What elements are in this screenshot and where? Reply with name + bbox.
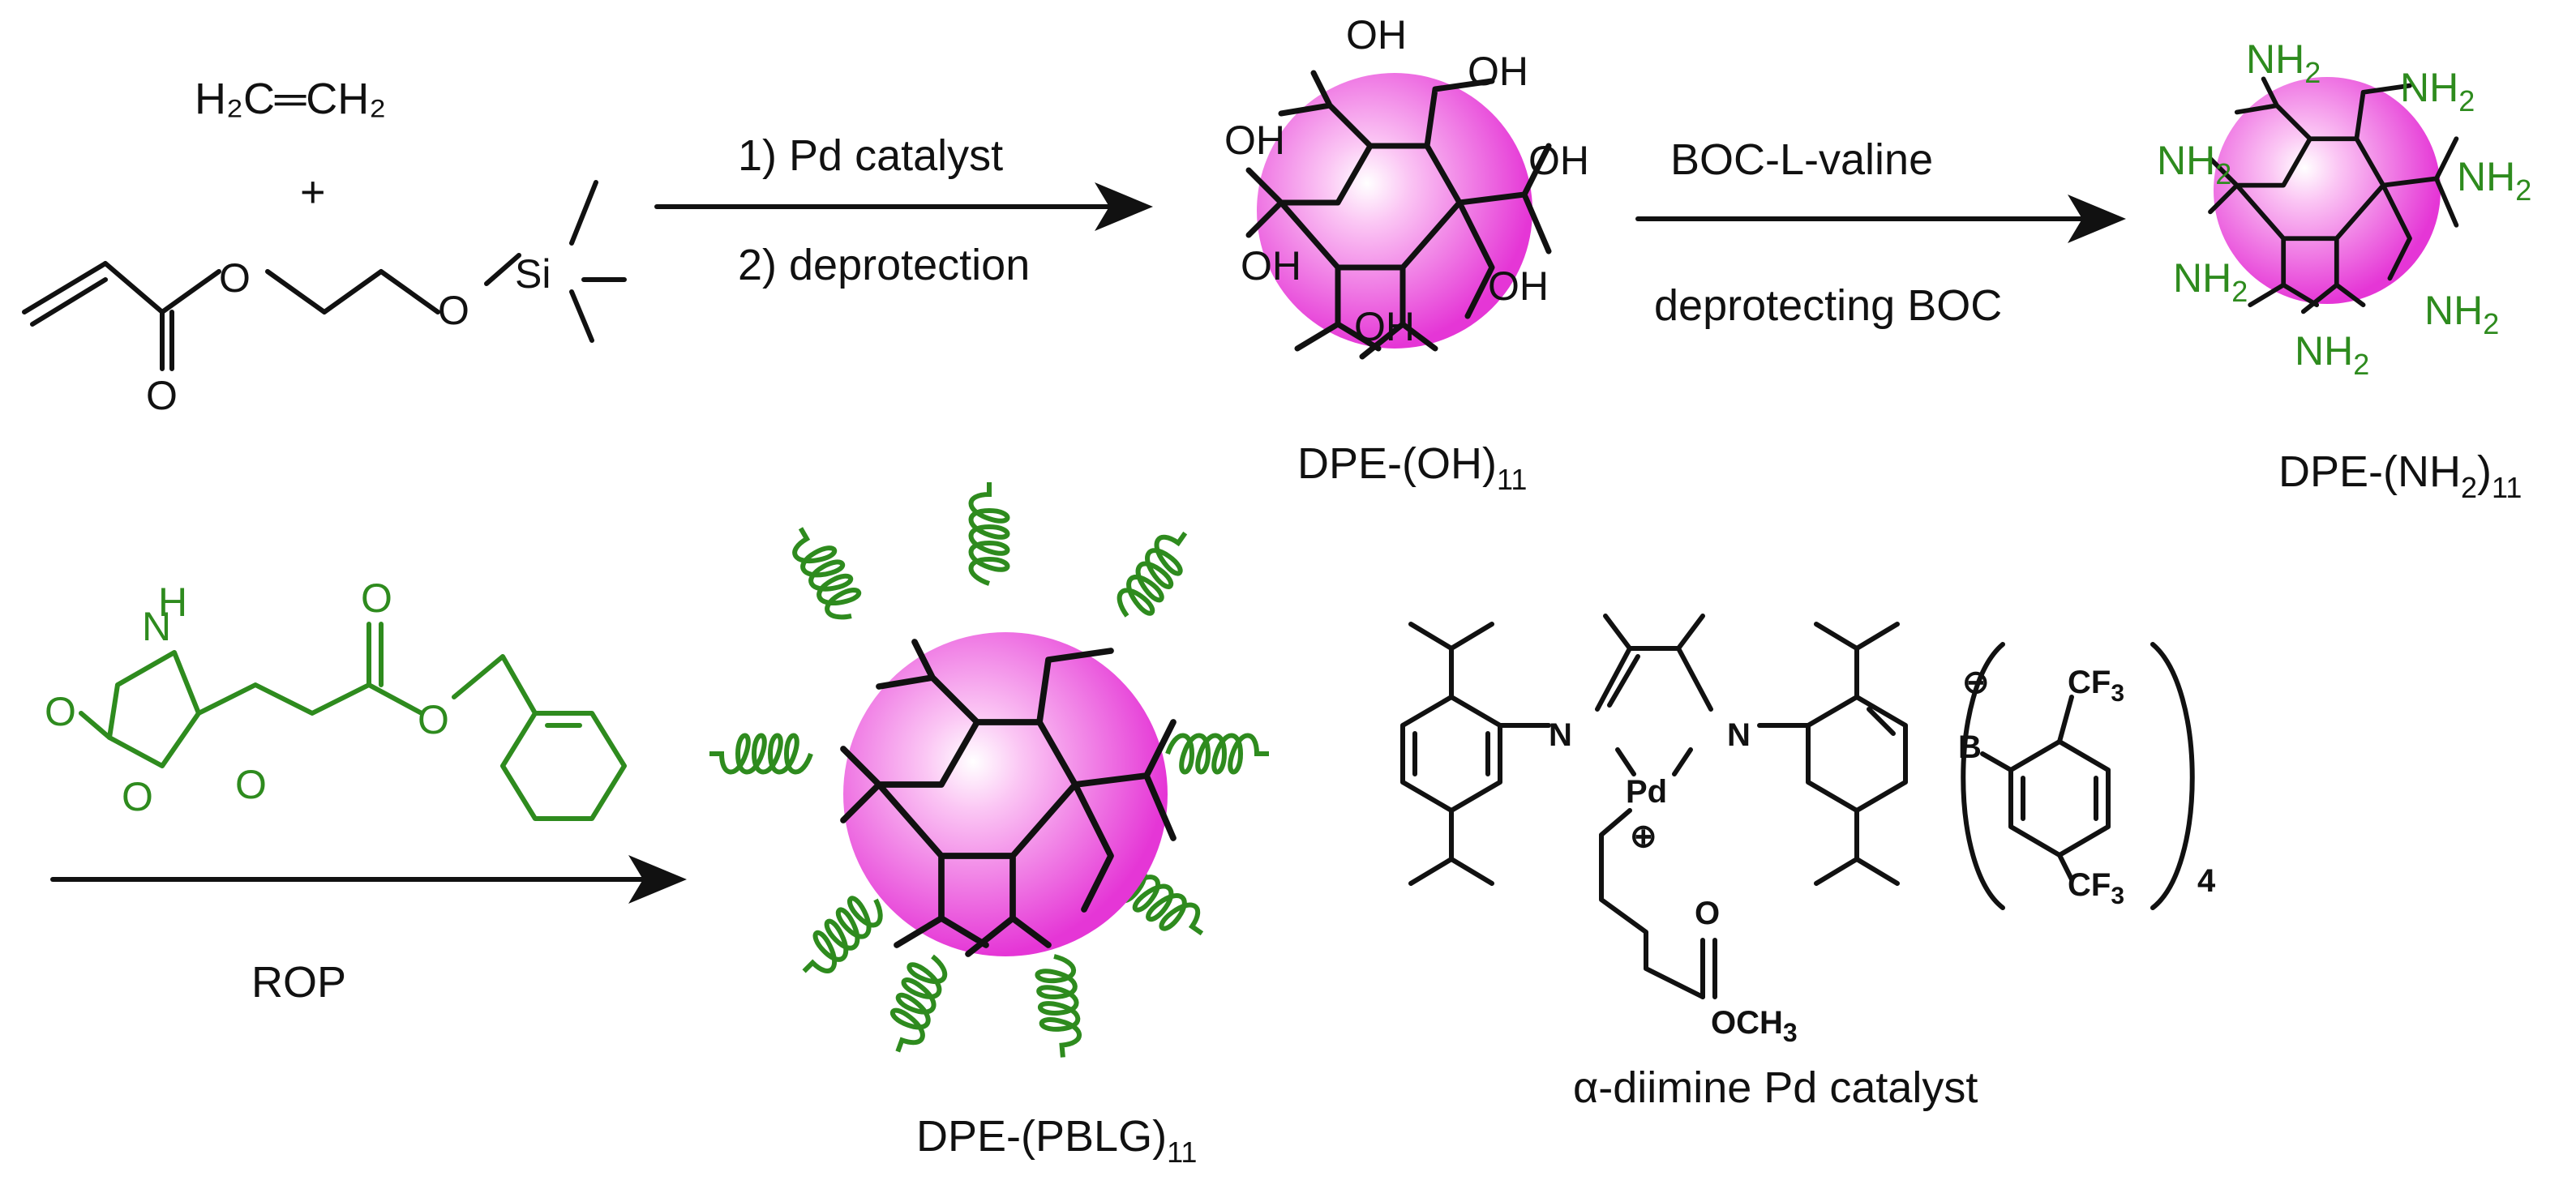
cf3-group: CF3 — [2068, 867, 2124, 909]
reaction-arrow-3: ROP — [50, 855, 687, 1007]
catalyst-name: α-diimine Pd catalyst — [1573, 1063, 1978, 1112]
oh-group: OH — [1241, 243, 1301, 289]
step1-reagent: 1) Pd catalyst — [738, 131, 1003, 180]
nh2-group: NH2 — [2400, 65, 2475, 118]
oh-group: OH — [1346, 12, 1407, 58]
step2-condition: deprotecting BOC — [1654, 281, 2002, 330]
anion-count: 4 — [2197, 863, 2216, 899]
polyethylene-core-sphere — [2214, 77, 2441, 304]
nh2-group: NH2 — [2173, 255, 2248, 308]
reaction-arrow-1: 1) Pd catalyst 2) deprotection — [654, 131, 1153, 289]
oh-group: OH — [1224, 118, 1285, 163]
positive-charge: ⊕ — [1630, 819, 1657, 854]
imine-nitrogen: N — [1727, 717, 1751, 753]
polyethylene-core-sphere — [1257, 73, 1532, 349]
dpe-nh2-label: DPE-(NH2)11 — [2278, 447, 2522, 504]
oh-group: OH — [1354, 304, 1415, 349]
ethylene-label: H₂C═CH₂ — [195, 75, 386, 123]
oh-group: OH — [1468, 49, 1528, 94]
silicon-atom: Si — [515, 251, 551, 297]
nca-ring-oxygen: O — [122, 774, 153, 819]
silyl-ether-oxygen: O — [438, 288, 469, 333]
ester-oxygen: O — [418, 697, 449, 742]
oh-group: OH — [1488, 263, 1549, 309]
alpha-diimine-pd-catalyst: N N Pd ⊕ O OCH3 ⊖ B CF3 CF3 4 α-diimine … — [1400, 614, 2216, 1112]
rop-label: ROP — [251, 958, 346, 1007]
reaction-arrow-2: BOC-L-valine deprotecting BOC — [1635, 135, 2126, 330]
methoxy-group: OCH3 — [1711, 1005, 1798, 1047]
dpe-pblg-label: DPE-(PBLG)11 — [916, 1112, 1197, 1169]
ester-oxygen: O — [219, 255, 251, 301]
plus-sign: + — [300, 168, 326, 216]
nca-carbonyl-oxygen: O — [45, 689, 76, 734]
ethylene-molecule: H₂C═CH₂ — [195, 75, 386, 123]
nh2-group: NH2 — [2457, 154, 2531, 207]
acrylate-silyl-monomer: O O O Si — [22, 180, 627, 418]
dpe-oh-structure: OH OH OH OH OH OH OH DPE-(OH)11 — [1224, 12, 1589, 496]
dpe-nh2-structure: NH2 NH2 NH2 NH2 NH2 NH2 NH2 DPE-(NH2)11 — [2157, 36, 2531, 504]
blg-nca-monomer: N H O O O O O — [45, 575, 627, 821]
nh2-group: NH2 — [2295, 328, 2369, 381]
nca-nitrogen: N — [142, 604, 171, 649]
cf3-group: CF3 — [2068, 665, 2124, 707]
nh2-group: NH2 — [2157, 138, 2231, 190]
nca-hydrogen: H — [158, 580, 187, 625]
dpe-oh-label: DPE-(OH)11 — [1297, 439, 1527, 496]
dpe-pblg-structure: DPE-(PBLG)11 — [709, 482, 1269, 1169]
oh-group: OH — [1528, 138, 1589, 183]
palladium-atom: Pd — [1626, 774, 1667, 810]
ester-carbonyl-oxygen: O — [361, 575, 392, 621]
nh2-group: NH2 — [2246, 36, 2321, 89]
step2-reagent: BOC-L-valine — [1670, 135, 1933, 184]
carbonyl-oxygen: O — [146, 373, 178, 418]
nca-carbonyl-oxygen: O — [235, 762, 267, 807]
nh2-group: NH2 — [2424, 288, 2499, 340]
polyethylene-core-sphere — [843, 632, 1168, 956]
carbonyl-oxygen: O — [1695, 896, 1720, 931]
step1-condition: 2) deprotection — [738, 241, 1030, 289]
imine-nitrogen: N — [1549, 717, 1572, 753]
